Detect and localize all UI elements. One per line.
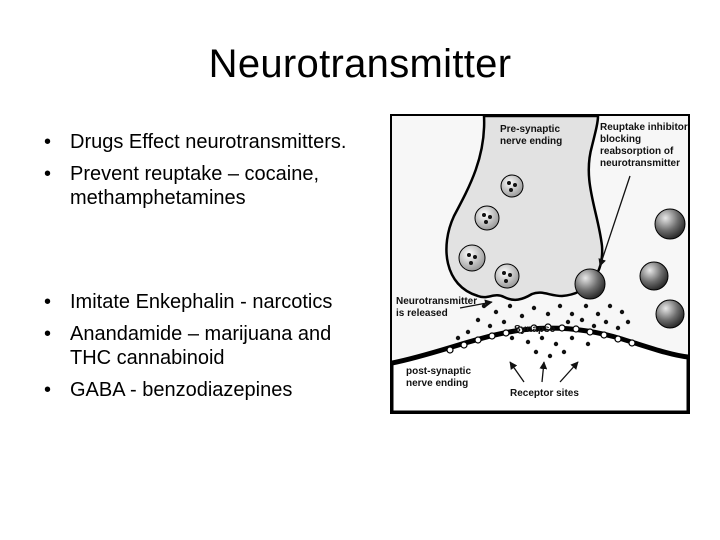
reuptake-label: blocking	[600, 134, 641, 145]
synapse-diagram: Pre-synaptic nerve ending Reuptake inhib…	[390, 114, 690, 414]
receptor-label: Receptor sites	[510, 388, 579, 399]
presynaptic-label: Pre-synaptic	[500, 124, 560, 135]
bullet-item: GABA - benzodiazepines	[40, 378, 360, 402]
slide-title: Neurotransmitter	[208, 42, 512, 86]
neurotransmitter-molecules	[455, 303, 631, 359]
bullet-item: Imitate Enkephalin - narcotics	[40, 290, 360, 314]
annotation-arrows	[459, 175, 631, 383]
reuptake-label: Reuptake inhibitor	[600, 122, 688, 133]
postsynaptic-label: post-synaptic	[406, 366, 471, 377]
presynaptic-terminal	[445, 116, 604, 302]
bullet-item: Drugs Effect neurotransmitters.	[40, 130, 360, 154]
receptor-site-markers	[446, 323, 636, 354]
released-label: is released	[396, 308, 448, 319]
reuptake-label: neurotransmitter	[600, 158, 680, 169]
released-label: Neurotransmitter	[396, 296, 477, 307]
vesicles	[458, 174, 524, 289]
bullet-item: Prevent reuptake – cocaine, methamphetam…	[40, 162, 360, 210]
reuptake-label: reabsorption of	[600, 146, 674, 157]
reuptake-inhibitor-molecules	[574, 208, 686, 329]
synapse-label: Synapse	[514, 324, 556, 335]
postsynaptic-label: nerve ending	[406, 378, 468, 389]
presynaptic-label: nerve ending	[500, 136, 562, 147]
bullet-list: Drugs Effect neurotransmitters. Prevent …	[40, 130, 360, 410]
bullet-item: Anandamide – marijuana and THC cannabino…	[40, 322, 360, 370]
synapse-illustration: Pre-synaptic nerve ending Reuptake inhib…	[392, 116, 688, 412]
